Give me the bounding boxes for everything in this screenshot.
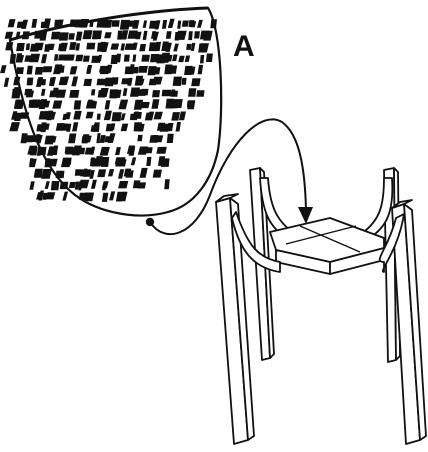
weave-stitch bbox=[137, 135, 142, 141]
weave-stitch bbox=[34, 43, 44, 50]
weave-stitch bbox=[186, 67, 196, 75]
weave-stitch bbox=[45, 181, 50, 189]
weave-stitch bbox=[69, 42, 76, 50]
weave-stitch bbox=[196, 90, 204, 96]
weave-stitch bbox=[86, 43, 95, 50]
woven-basket-pot bbox=[0, 8, 221, 215]
arrow-head-icon bbox=[298, 207, 313, 224]
weave-stitch bbox=[137, 89, 147, 96]
weave-stitch bbox=[124, 55, 130, 62]
weave-stitch bbox=[82, 30, 92, 39]
weave-stitch bbox=[51, 181, 60, 190]
weave-stitch bbox=[22, 31, 30, 39]
four-leg-plant-stand bbox=[216, 168, 426, 444]
weave-stitch bbox=[26, 44, 30, 51]
weave-stitch bbox=[62, 192, 68, 201]
weave-stitch bbox=[97, 114, 101, 120]
weave-stitch bbox=[174, 99, 183, 108]
weave-stitch bbox=[51, 32, 60, 40]
weave-stitch bbox=[156, 147, 166, 154]
weave-stitch bbox=[35, 67, 43, 75]
weave-stitch bbox=[83, 79, 92, 86]
weave-stitch bbox=[16, 43, 25, 51]
weave-stitch bbox=[132, 67, 139, 74]
weave-stitch bbox=[200, 55, 204, 63]
weave-stitch bbox=[83, 56, 90, 62]
weave-stitch bbox=[39, 147, 46, 155]
weave-stitch bbox=[101, 157, 110, 167]
weave-stitch bbox=[64, 55, 74, 61]
weave-stitch bbox=[97, 79, 106, 86]
weave-stitch bbox=[112, 112, 122, 121]
weave-stitch bbox=[110, 44, 119, 50]
weave-stitch bbox=[74, 100, 82, 109]
weave-stitch bbox=[75, 55, 83, 62]
weave-stitch bbox=[181, 78, 186, 85]
weave-stitch bbox=[206, 54, 213, 63]
weave-stitch bbox=[111, 20, 119, 27]
weave-stitch bbox=[59, 32, 69, 40]
weave-stitch bbox=[56, 171, 65, 178]
weave-stitch bbox=[56, 90, 66, 98]
weave-stitch bbox=[9, 122, 20, 131]
weave-stitch bbox=[138, 182, 146, 188]
weave-stitch bbox=[188, 88, 196, 97]
weave-stitch bbox=[141, 102, 150, 108]
weave-stitch bbox=[8, 19, 16, 27]
weave-stitch bbox=[31, 19, 37, 28]
weave-stitch bbox=[4, 78, 9, 87]
weave-stitch bbox=[10, 54, 16, 64]
weave-stitch bbox=[152, 90, 160, 97]
weave-stitch bbox=[0, 65, 6, 73]
weave-stitch bbox=[5, 32, 14, 39]
weave-stitch bbox=[68, 33, 75, 39]
weave-stitch bbox=[91, 89, 95, 95]
weave-stitch bbox=[29, 181, 34, 189]
weave-stitch bbox=[153, 170, 162, 178]
weave-stitch bbox=[138, 66, 148, 73]
weave-stitch bbox=[60, 182, 68, 189]
weave-stitch bbox=[188, 31, 193, 40]
weave-stitch bbox=[16, 67, 24, 74]
weave-stitch bbox=[20, 112, 29, 118]
weave-stitch bbox=[186, 44, 192, 50]
weave-stitch bbox=[182, 21, 189, 27]
weave-stitch bbox=[34, 170, 42, 177]
weave-stitch bbox=[36, 192, 44, 200]
weave-stitch bbox=[152, 67, 161, 74]
step-label: A bbox=[233, 30, 255, 63]
weave-stitch bbox=[141, 55, 150, 62]
weave-stitch bbox=[164, 179, 169, 189]
weave-stitch bbox=[42, 66, 52, 72]
weave-stitch bbox=[103, 20, 113, 28]
weave-stitch bbox=[14, 100, 24, 109]
cord-pin bbox=[146, 218, 154, 226]
weave-stitch bbox=[75, 169, 82, 176]
weave-stitch bbox=[191, 78, 200, 86]
weave-stitch bbox=[187, 100, 195, 109]
weave-stitch bbox=[210, 19, 217, 28]
weave-stitch bbox=[167, 134, 174, 143]
weave-stitch bbox=[47, 136, 56, 142]
weave-stitch bbox=[27, 66, 33, 75]
weave-stitch bbox=[43, 19, 51, 29]
weave-stitch bbox=[194, 31, 200, 38]
weave-stitch bbox=[162, 90, 171, 96]
